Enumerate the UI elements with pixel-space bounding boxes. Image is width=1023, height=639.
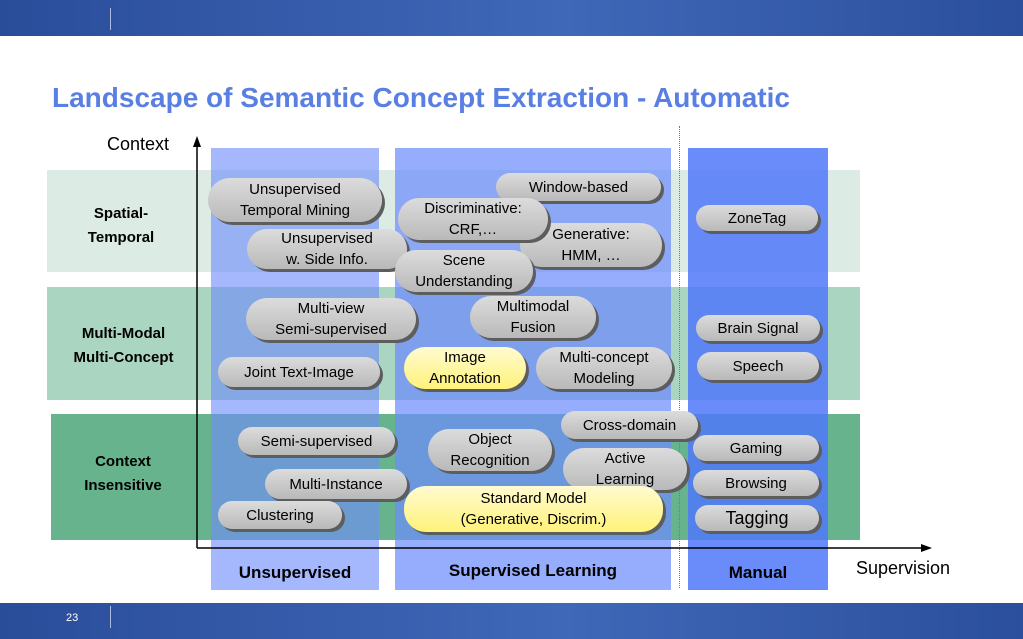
row-label-multi-modal: Multi-Modal Multi-Concept [73,325,174,366]
box-multi-concept-modeling: Multi-concept Modeling [536,347,672,389]
row-label-spatial-temporal: Spatial- Temporal [87,205,155,246]
banner-divider [110,606,111,628]
column-label-supervised: Supervised Learning [448,561,618,580]
top-banner [0,0,1023,36]
box-discriminative: Discriminative: CRF,… [398,198,548,240]
box-object-recognition: Object Recognition [428,429,552,471]
y-axis-label: Context [107,134,170,154]
box-cross-domain: Cross-domain [561,411,698,439]
banner-divider [110,8,111,30]
box-joint-text-image: Joint Text-Image [218,357,380,387]
box-gaming: Gaming [693,435,819,461]
box-active-learning: Active Learning [563,448,687,490]
column-label-unsupervised: Unsupervised [238,563,352,582]
box-multimodal-fusion: Multimodal Fusion [470,296,596,338]
box-speech: Speech [697,352,819,380]
box-browsing: Browsing [693,470,819,496]
page-number: 23 [66,612,79,624]
box-clustering: Clustering [218,501,342,529]
column-label-manual: Manual [728,563,788,582]
dotted-divider [679,126,680,588]
box-standard-model: Standard Model (Generative, Discrim.) [404,486,663,532]
slide-title: Landscape of Semantic Concept Extraction… [52,82,790,113]
x-axis-arrow [921,544,932,552]
box-window-based: Window-based [496,173,661,201]
bottom-banner: 23 [0,603,1023,639]
x-axis-label: Supervision [856,558,951,578]
box-tagging: Tagging [695,505,819,531]
box-multi-view-semi-supervised: Multi-view Semi-supervised [246,298,416,340]
row-label-context-insensitive: Context Insensitive [84,453,162,494]
box-image-annotation: Image Annotation [404,347,526,389]
box-semi-supervised: Semi-supervised [238,427,395,455]
box-unsupervised-side-info: Unsupervised w. Side Info. [247,229,407,269]
y-axis-arrow [193,136,201,147]
box-scene-understanding: Scene Understanding [395,250,533,292]
box-unsupervised-temporal-mining: Unsupervised Temporal Mining [208,178,382,222]
box-zonetag: ZoneTag [696,205,818,231]
box-multi-instance: Multi-Instance [265,469,407,499]
box-brain-signal: Brain Signal [696,315,820,341]
